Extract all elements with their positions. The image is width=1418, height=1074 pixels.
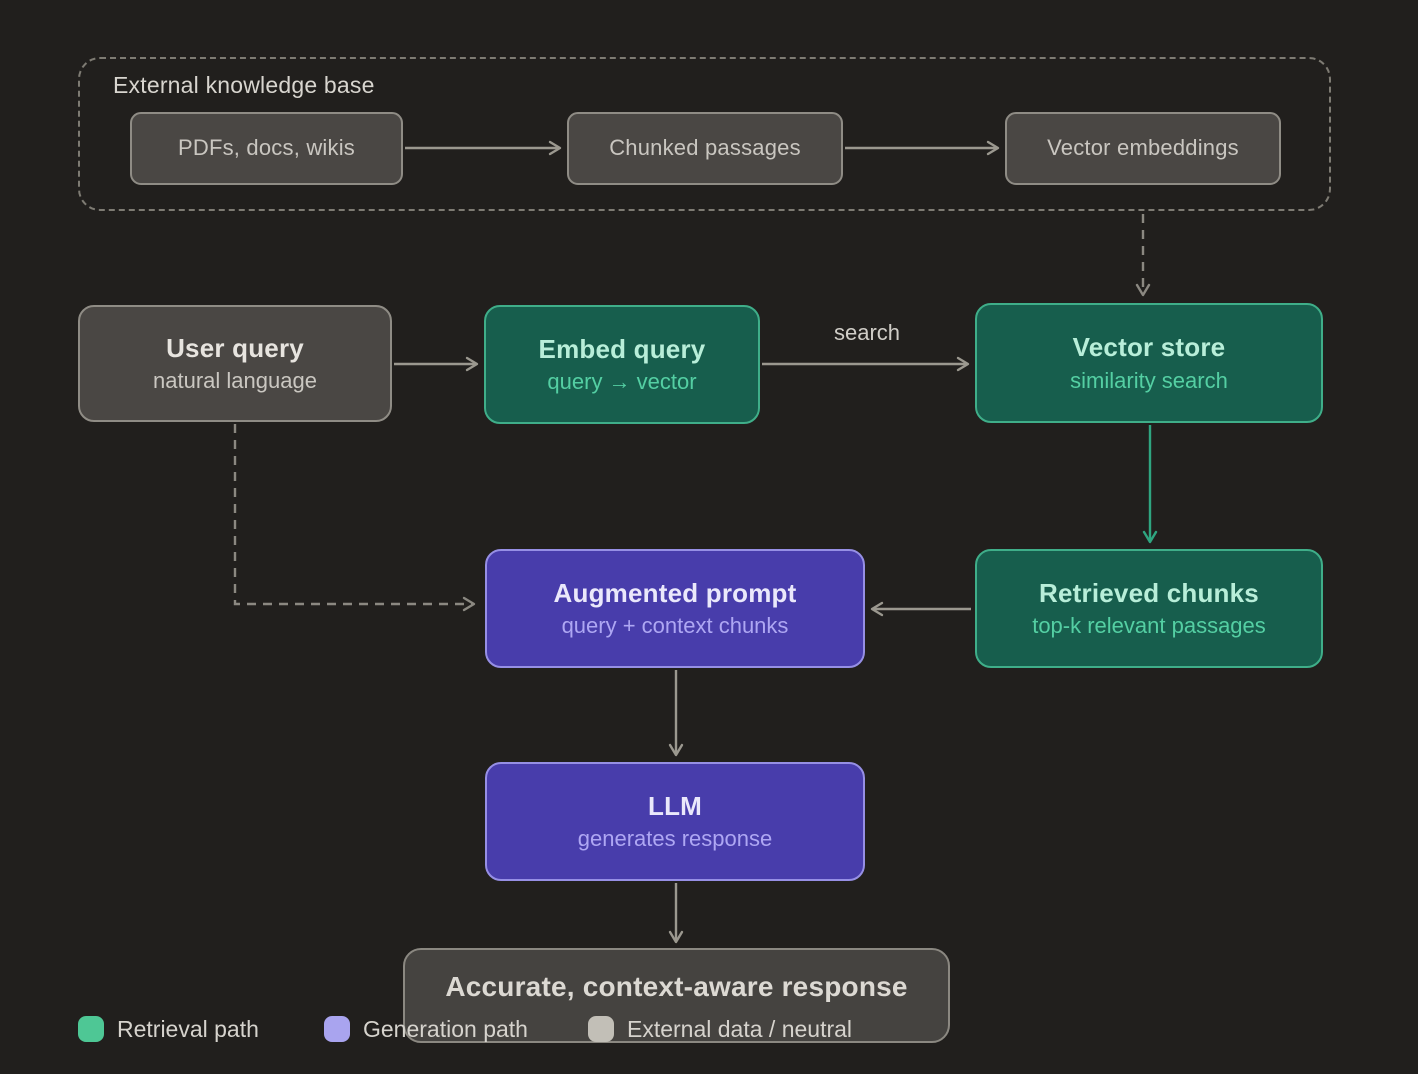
node-title: PDFs, docs, wikis xyxy=(178,135,355,161)
node-title: Accurate, context-aware response xyxy=(445,971,908,1002)
node-response: Accurate, context-aware response xyxy=(403,948,950,1043)
node-vector-embeddings: Vector embeddings xyxy=(1005,112,1281,185)
node-pdfs-docs-wikis: PDFs, docs, wikis xyxy=(130,112,403,185)
node-title: User query xyxy=(166,332,304,363)
node-subtitle: generates response xyxy=(577,826,773,852)
node-vector-store: Vector store similarity search xyxy=(975,303,1323,423)
external-knowledge-base-group xyxy=(78,57,1331,211)
node-title: Vector embeddings xyxy=(1047,135,1239,161)
node-title: Vector store xyxy=(1072,332,1226,363)
retrieval-path-swatch-icon xyxy=(78,1016,104,1042)
node-embed-query: Embed query query → vector xyxy=(484,305,760,424)
node-user-query: User query natural language xyxy=(78,305,392,422)
arrow-user-query-to-augmented-prompt xyxy=(233,424,476,612)
legend-label: Retrieval path xyxy=(117,1015,259,1042)
node-chunked-passages: Chunked passages xyxy=(567,112,843,185)
node-subtitle: query + context chunks xyxy=(561,613,789,639)
search-edge-label: search xyxy=(833,320,901,345)
node-title: Embed query xyxy=(538,333,706,364)
node-subtitle: similarity search xyxy=(1070,367,1228,393)
node-title: Retrieved chunks xyxy=(1039,577,1259,608)
legend-item-retrieval-path: Retrieval path xyxy=(78,1015,259,1043)
node-subtitle: natural language xyxy=(153,368,317,394)
node-title: Augmented prompt xyxy=(553,577,797,608)
node-augmented-prompt: Augmented prompt query + context chunks xyxy=(485,549,865,668)
node-subtitle: top-k relevant passages xyxy=(1032,613,1266,639)
node-title: LLM xyxy=(647,790,703,821)
node-llm: LLM generates response xyxy=(485,762,865,881)
node-retrieved-chunks: Retrieved chunks top-k relevant passages xyxy=(975,549,1323,668)
node-subtitle: query → vector xyxy=(547,369,697,395)
external-knowledge-base-label: External knowledge base xyxy=(113,72,375,98)
node-title: Chunked passages xyxy=(609,135,801,161)
generation-path-swatch-icon xyxy=(324,1016,350,1042)
